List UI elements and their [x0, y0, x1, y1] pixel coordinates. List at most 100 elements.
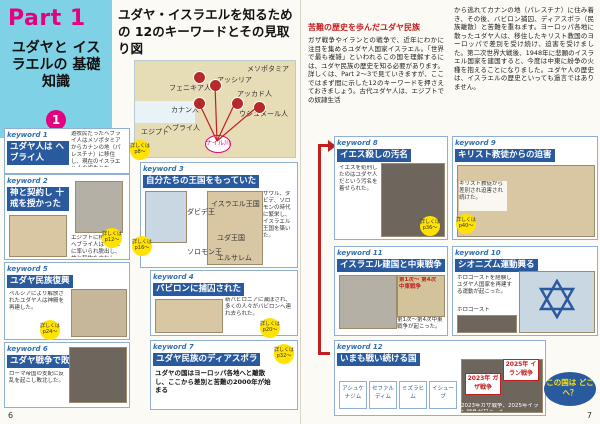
- keyword-1-card: keyword 1 ユダヤ人は ヘブライ人 遊牧民だったヘブライ人はメソポタミア…: [4, 128, 130, 174]
- keyword-text: サウル、ダビデ、ソロモンの時代に繁栄し、イスラエル王国を築いた。: [263, 191, 291, 239]
- people-icon: [231, 97, 244, 110]
- temple-rebuilding-image: [71, 289, 127, 337]
- page-ref-badge: 詳しくは p40〜: [456, 214, 476, 234]
- keyword-title: いまも戦い続ける国: [337, 353, 420, 366]
- page-ref-badge: 詳しくは p20〜: [260, 318, 280, 338]
- keyword-5-card: keyword 5 ユダヤ民族復興 ペルシアにより解放されたユダヤ人は神殿を再建…: [4, 262, 130, 340]
- timeline-connector: [318, 146, 321, 354]
- keyword-tag: keyword 10: [455, 249, 501, 257]
- migration-arrows: [198, 84, 258, 142]
- keyword-title: ユダヤ民族復興: [7, 275, 73, 288]
- page-number: 7: [586, 411, 592, 420]
- keyword-tag: keyword 7: [153, 343, 194, 351]
- keyword-text: キリスト教徒から差別され迫害され続けた。: [459, 181, 507, 211]
- ancient-near-east-map: メソポタミア アッシリア フェニキア人 アッカド人 カナン人 ウシュメール人 ヘ…: [134, 60, 296, 158]
- keyword-text: 第1次〜第4次中東戦争が起こった。: [397, 317, 443, 330]
- map-label-akkad: アッカド人: [237, 90, 272, 98]
- keyword-title: バビロンに捕囚された: [153, 283, 245, 296]
- ten-commandments-image: [75, 181, 123, 233]
- star-of-david-icon: [538, 279, 576, 319]
- label-solomon: ソロモン王: [187, 248, 222, 256]
- keyword-title: 神と契約し 十戒を授かった: [7, 187, 69, 211]
- keyword-title: イエス殺しの汚名: [337, 149, 411, 162]
- keyword-11-card: keyword 11 イスラエル建国と中東戦争 第1次〜 第4次中東戦争 第1次…: [334, 246, 448, 336]
- tag-sephardim: セファルディム: [369, 381, 397, 409]
- keyword-title: 自分たちの王国をもっていた: [143, 175, 260, 188]
- migration-arrow: [198, 102, 218, 142]
- label-david: ダビデ王: [187, 208, 215, 216]
- king-david-image: [145, 191, 187, 243]
- part-label: Part 1: [8, 6, 86, 31]
- map-label-mesopotamia: メソポタミア: [247, 65, 289, 73]
- page-ref-badge: 詳しくは p24〜: [40, 320, 60, 340]
- part-title: ユダヤと イスラエルの 基礎知識: [11, 40, 101, 90]
- keyword-tag: keyword 11: [337, 249, 383, 257]
- keyword-title: ユダヤ民族のディアスポラ: [153, 353, 261, 366]
- holocaust-image: [457, 315, 517, 333]
- keyword-12-card: keyword 12 いまも戦い続ける国 アシュケナジム セファルディム ミズラ…: [334, 340, 546, 416]
- map-label-assyria: アッシリア: [217, 76, 252, 84]
- map-label-sumer: ウシュメール人: [239, 110, 288, 118]
- sinai-map-image: [9, 215, 67, 257]
- keyword-7-card: keyword 7 ユダヤ民族のディアスポラ ユダヤの国はヨーロッパ各地へと離散…: [150, 340, 298, 410]
- label-judah-kingdom: ユダ王国: [217, 234, 245, 242]
- keyword-tag: keyword 3: [143, 165, 184, 173]
- keyword-tag: keyword 2: [7, 177, 48, 185]
- tag-ashkenazim: アシュケナジム: [339, 381, 367, 409]
- keyword-title: ユダヤ戦争で敗北: [7, 355, 82, 368]
- page-ref-badge: 詳しくは p16〜: [132, 236, 152, 256]
- page-ref-badge: 詳しくは p32〜: [274, 344, 294, 364]
- timeline-connector: [318, 144, 330, 147]
- map-label-canaan: カナン人: [171, 106, 199, 114]
- keyword-tag: keyword 6: [7, 345, 48, 353]
- label-israel-kingdom: イスラエル王国: [211, 200, 260, 208]
- map-label-hebrew: ヘブライ人: [165, 124, 200, 132]
- tag-yishuv: イシューブ: [429, 381, 457, 409]
- keyword-tag: keyword 4: [153, 273, 194, 281]
- keyword-6-card: keyword 6 ユダヤ戦争で敗北 ローマ帝国の支配に反乱を起こし敗北した。: [4, 342, 130, 408]
- keyword-text: イエスを処刑したのはユダヤ人だという汚名を着せられた。: [339, 165, 378, 192]
- migration-arrow: [216, 106, 258, 142]
- keyword-title: イスラエル建国と中東戦争: [337, 259, 445, 272]
- left-page: Part 1 ユダヤと イスラエルの 基礎知識 1 ユダヤ・イスラエルを知るため…: [0, 0, 301, 424]
- keyword-title: ユダヤ人は ヘブライ人: [7, 141, 69, 165]
- question-bubble: この国は どこへ？: [544, 372, 596, 406]
- keyword-text: 2023年ガザ戦争、2025年イラン戦争が起こった。: [461, 403, 539, 411]
- keyword-tag: keyword 9: [455, 139, 496, 147]
- article-column-2: から逃れてカナンの地（パレスチナ）に住み着き、その後、バビロン捕囚、ディアスポラ…: [454, 6, 594, 91]
- keyword-tag: keyword 1: [7, 131, 48, 139]
- tag-mizrahim: ミズラヒム: [399, 381, 427, 409]
- kingdom-map-image: [207, 191, 263, 265]
- keyword-text: 新バビロニアに滅ぼされ、多くの人々がバビロンへ連れ去られた。: [225, 297, 292, 317]
- keyword-tag: keyword 8: [337, 139, 378, 147]
- keyword-title: シオニズム運動興る: [455, 259, 538, 272]
- page-ref-badge: 詳しくは p8〜: [130, 140, 150, 160]
- right-page: 苦難の歴史を歩んだユダヤ民族 ガザ戦争やイランとの戦争で、近年にわかに注目を集め…: [300, 0, 600, 424]
- keyword-text: ローマ帝国の支配に反乱を起こし敗北した。: [9, 371, 65, 384]
- page-ref-badge: 詳しくは p36〜: [420, 216, 440, 236]
- migration-arrow: [214, 84, 218, 142]
- article-column-1: ガザ戦争やイランとの戦争で、近年にわかに注目を集めるユダヤ人国家イスラエル。「世…: [308, 36, 444, 104]
- keyword-text: エジプトに移住したヘブライ人はモーセに率いられ脱出し、神と契約を交わした。: [71, 235, 121, 257]
- mideast-war-map-image: [397, 275, 445, 317]
- article-title: 苦難の歴史を歩んだユダヤ民族: [308, 23, 420, 32]
- keyword-text: 遊牧民だったヘブライ人はメソポタミアからカナンの地（パレスチナ）に移住し、現在の…: [71, 131, 121, 167]
- label-jerusalem: エルサレム: [217, 254, 252, 262]
- keyword-text: ペルシアにより解放されたユダヤ人は神殿を再建した。: [9, 291, 65, 311]
- keyword-title: キリスト教徒からの迫害: [455, 149, 555, 162]
- map-label-phoenicia: フェニキア人: [169, 84, 211, 92]
- map-label-egypt: エジプト: [141, 128, 169, 136]
- badge-2023-gaza-war: 2023年 ガザ戦争: [465, 373, 501, 395]
- babylon-map-image: [155, 299, 223, 333]
- keyword-text: ユダヤの国はヨーロッパ各地へと離散し、ここから差別と苦難の2000年が始まる: [155, 369, 271, 394]
- keyword-tag: keyword 12: [337, 343, 383, 351]
- holocaust-label: ホロコースト: [457, 307, 490, 313]
- people-icon: [253, 101, 266, 114]
- mideast-war-badge: 第1次〜 第4次中東戦争: [399, 277, 437, 290]
- keyword-9-card: keyword 9 キリスト教徒からの迫害 キリスト教徒から差別され迫害され続け…: [452, 136, 598, 240]
- part-number-badge: 1: [46, 110, 66, 130]
- keyword-2-card: keyword 2 神と契約し 十戒を授かった エジプトに移住したヘブライ人はモ…: [4, 174, 130, 260]
- independence-declaration-image: [339, 275, 397, 329]
- page-number: 6: [8, 411, 14, 420]
